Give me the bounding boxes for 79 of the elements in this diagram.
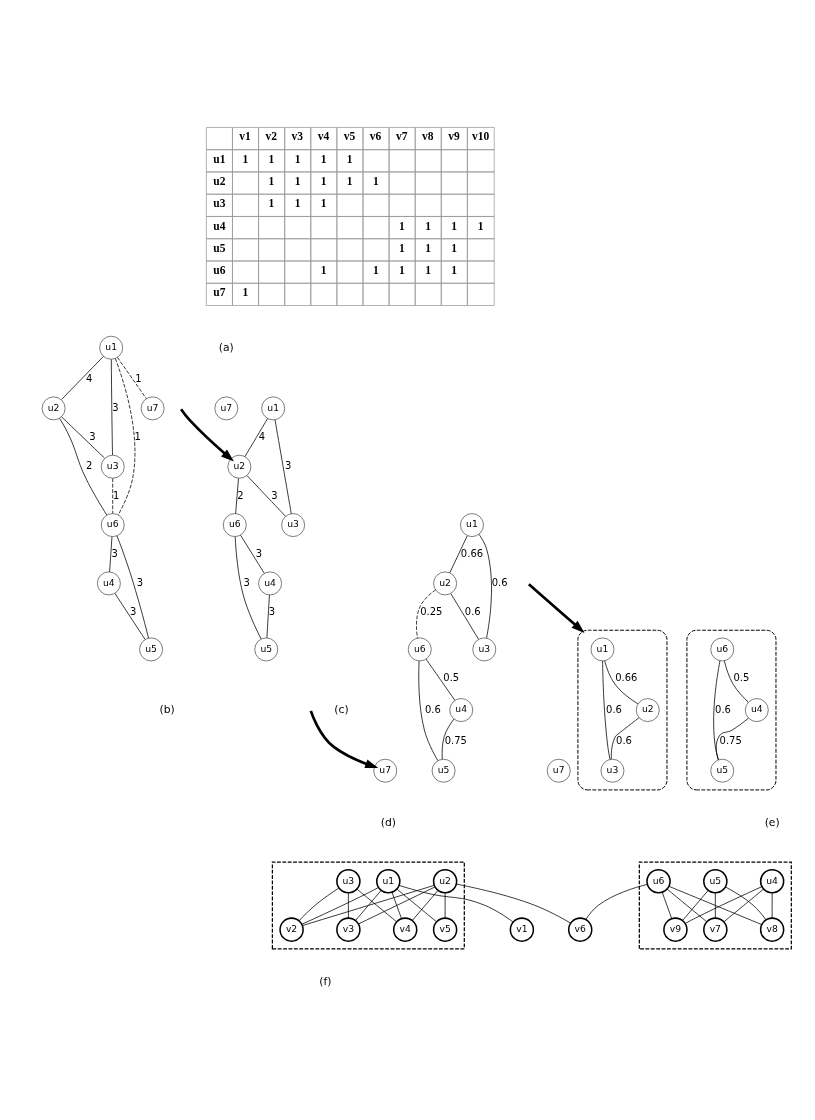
label: 1 [268,197,275,210]
label: 1 [320,264,327,277]
label: 1 [294,152,301,165]
label: v6 [369,130,382,143]
label: 1 [399,219,405,232]
edge-label: 4 [86,372,93,384]
edge-label: 3 [255,547,263,559]
edge-label: 0.5 [733,672,750,684]
label: v8 [422,130,434,143]
label: 1 [242,152,249,165]
edge-label: 0.6 [491,577,508,589]
label: 1 [242,286,249,299]
label: 1 [425,241,431,254]
edge-label: 0.6 [616,735,632,747]
label: v9 [448,130,460,143]
edge-label: 3 [284,460,292,472]
label: 1 [320,197,327,210]
label: (b) [159,702,175,716]
edge-label: 0.6 [424,703,441,715]
label: v3 [291,130,304,143]
label: (a) [218,340,234,354]
edge-label: 1 [135,372,142,384]
edge-label: 3 [268,606,276,618]
edge-label: 0.75 [444,735,467,747]
label: u4 [213,219,226,232]
label: (e) [764,815,780,829]
edge-label: 3 [129,606,137,618]
label: 1 [268,175,275,187]
label: v7 [395,130,408,143]
edge-label: 0.5 [443,672,460,684]
label: 1 [294,197,301,210]
label: 1 [346,175,353,187]
edge-label: 1 [113,489,120,501]
edge-label: 4 [258,431,266,443]
label: (d) [380,815,396,829]
edge-label: 3 [89,431,96,443]
edge-label: 0.6 [464,606,481,618]
edge-label: 3 [112,402,119,413]
label: 1 [451,219,458,232]
label: 1 [320,152,327,165]
edge-label: 3 [136,577,144,589]
edge-label: 0.6 [606,703,622,715]
label: 1 [477,219,484,232]
label: v1 [239,130,251,143]
edge-label: 3 [271,489,278,501]
label: u2 [213,175,226,187]
label: (c) [334,702,349,716]
label: 1 [399,241,405,254]
edge-label: 0.66 [460,547,484,559]
label: v5 [343,130,356,143]
label: v10 [471,130,490,143]
edge-label: 0.66 [615,672,638,684]
label: 1 [372,264,379,277]
label: 1 [451,264,458,277]
label: 1 [425,264,431,277]
edge-label: 3 [243,577,250,589]
label: u5 [213,241,226,254]
label: 1 [425,219,431,232]
edge-label: 0.6 [715,703,731,715]
label: 1 [294,175,301,187]
label: v4 [317,130,330,143]
edge-label: 3 [111,547,118,559]
label: 1 [268,152,275,165]
label: v2 [265,130,277,143]
edge-label: 2 [86,460,93,472]
label: 1 [451,241,458,254]
edge-label: 0.75 [719,735,742,747]
edge-label: 2 [237,489,244,501]
label: 1 [346,152,353,165]
edge-label: 0.25 [420,606,443,618]
label: 1 [372,175,379,187]
edge-label: 1 [134,431,141,443]
label: u7 [213,286,226,299]
label: u3 [213,197,226,210]
label: u1 [213,152,226,165]
label: (f) [319,974,332,988]
label: u6 [213,264,226,277]
label: 1 [320,175,327,187]
label: 1 [399,264,405,277]
